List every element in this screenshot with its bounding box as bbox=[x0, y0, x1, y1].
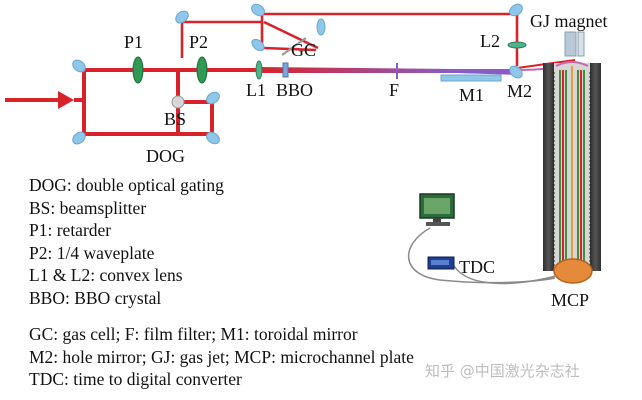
legend-abbreviations: GC: gas cell; F: film filter; M1: toroid… bbox=[29, 323, 414, 391]
label-bs: BS bbox=[164, 109, 186, 129]
label-mcp: MCP bbox=[551, 290, 589, 310]
legend-item: M2: hole mirror; GJ: gas jet; MCP: micro… bbox=[29, 346, 414, 367]
retarder-p1 bbox=[132, 56, 144, 84]
legend-item: L1 & L2: convex lens bbox=[29, 265, 183, 286]
gas-cell bbox=[281, 37, 307, 56]
legend-item: DOG: double optical gating bbox=[29, 175, 224, 195]
mirror-dog-bottom-left bbox=[72, 131, 86, 145]
label-p2: P2 bbox=[189, 32, 208, 52]
label-l2: L2 bbox=[480, 31, 500, 51]
mirror-dog-top-left bbox=[72, 59, 86, 73]
toroidal-mirror-m1 bbox=[440, 74, 502, 82]
label-p1: P1 bbox=[124, 32, 143, 52]
gc-beam-path bbox=[180, 12, 519, 66]
waveplate-p2 bbox=[196, 56, 208, 84]
label-gc: GC bbox=[291, 40, 316, 60]
input-laser-beam bbox=[5, 91, 74, 109]
label-l1: L1 bbox=[246, 80, 266, 100]
legend-components: DOG: double optical gating BS: beamsplit… bbox=[29, 174, 224, 310]
label-dog: DOG bbox=[146, 146, 185, 166]
tdc-module bbox=[427, 256, 455, 270]
mirror-top-right bbox=[509, 3, 523, 17]
legend-item: TDC: time to digital converter bbox=[29, 369, 242, 390]
lens-l1 bbox=[255, 60, 263, 80]
legend-item: P1: retarder bbox=[29, 220, 112, 241]
bbo-crystal bbox=[282, 62, 289, 78]
mirror-top-left-2 bbox=[251, 3, 265, 17]
hole-mirror-m2 bbox=[509, 65, 523, 79]
microchannel-plate bbox=[553, 258, 593, 284]
label-gj-magnet: GJ magnet bbox=[530, 11, 607, 31]
legend-item: BBO: BBO crystal bbox=[29, 287, 162, 308]
mirror-dog-top-right bbox=[206, 91, 220, 105]
label-f: F bbox=[389, 80, 399, 100]
mirror-dog-bottom-right bbox=[206, 131, 220, 145]
legend-item: BS: beamsplitter bbox=[29, 197, 147, 218]
signal-cables bbox=[407, 227, 557, 285]
mirror-top-left-1 bbox=[175, 10, 189, 24]
label-tdc: TDC bbox=[459, 257, 495, 277]
detector-tube bbox=[543, 61, 601, 271]
mirror-gc-2 bbox=[316, 18, 326, 36]
computer-icon bbox=[419, 193, 455, 226]
watermark: 知乎 @中国激光杂志社 bbox=[425, 362, 580, 380]
label-m1: M1 bbox=[459, 85, 484, 105]
mirror-gc-1 bbox=[251, 38, 265, 52]
xuv-beam bbox=[258, 59, 576, 75]
beamsplitter bbox=[171, 95, 185, 109]
lens-l2 bbox=[507, 41, 527, 49]
legend-item: GC: gas cell; F: film filter; M1: toroid… bbox=[29, 324, 358, 344]
gas-jet-magnet bbox=[564, 31, 585, 57]
label-m2: M2 bbox=[507, 81, 532, 101]
legend-item: P2: 1/4 waveplate bbox=[29, 242, 155, 263]
label-bbo: BBO bbox=[276, 80, 313, 100]
